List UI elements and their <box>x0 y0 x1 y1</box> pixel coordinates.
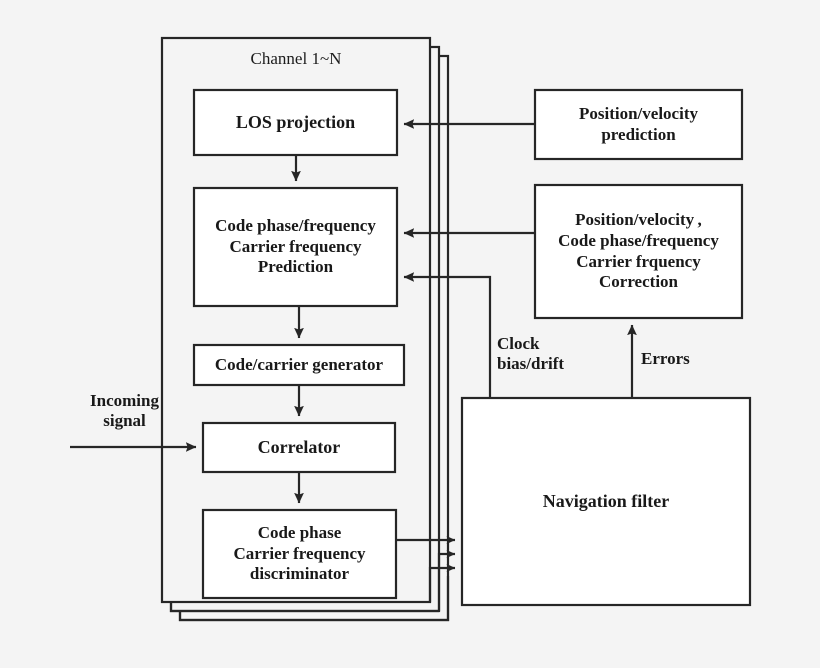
block-los-projection[interactable] <box>192 88 399 157</box>
block-discriminator[interactable] <box>201 508 398 600</box>
edge-discriminator-to-navfilter-3 <box>428 564 456 602</box>
channel-group-title: Channel 1~N <box>250 49 342 68</box>
block-correction[interactable] <box>533 183 744 320</box>
block-code-carrier-generator[interactable] <box>192 343 406 387</box>
block-correlator[interactable] <box>201 421 397 474</box>
channel-return-path-mid <box>169 602 439 613</box>
label-clock-bias-drift: Clock bias/drift <box>497 334 607 375</box>
block-position-velocity-prediction[interactable] <box>533 88 744 161</box>
block-code-phase-prediction[interactable] <box>192 186 399 308</box>
incoming-signal-line1: Incoming <box>90 391 159 410</box>
incoming-signal-line2: signal <box>103 411 146 431</box>
clock-bias-drift-line1: Clock <box>497 334 540 353</box>
label-incoming-signal: Incoming signal <box>62 391 187 432</box>
channel-return-path-back <box>178 576 450 622</box>
edge-discriminator-to-navfilter-2 <box>437 550 456 611</box>
block-navigation-filter[interactable] <box>460 396 752 607</box>
label-errors: Errors <box>641 349 690 368</box>
clock-bias-drift-line2: bias/drift <box>497 354 565 374</box>
edge-clock-bias-drift <box>403 272 492 398</box>
